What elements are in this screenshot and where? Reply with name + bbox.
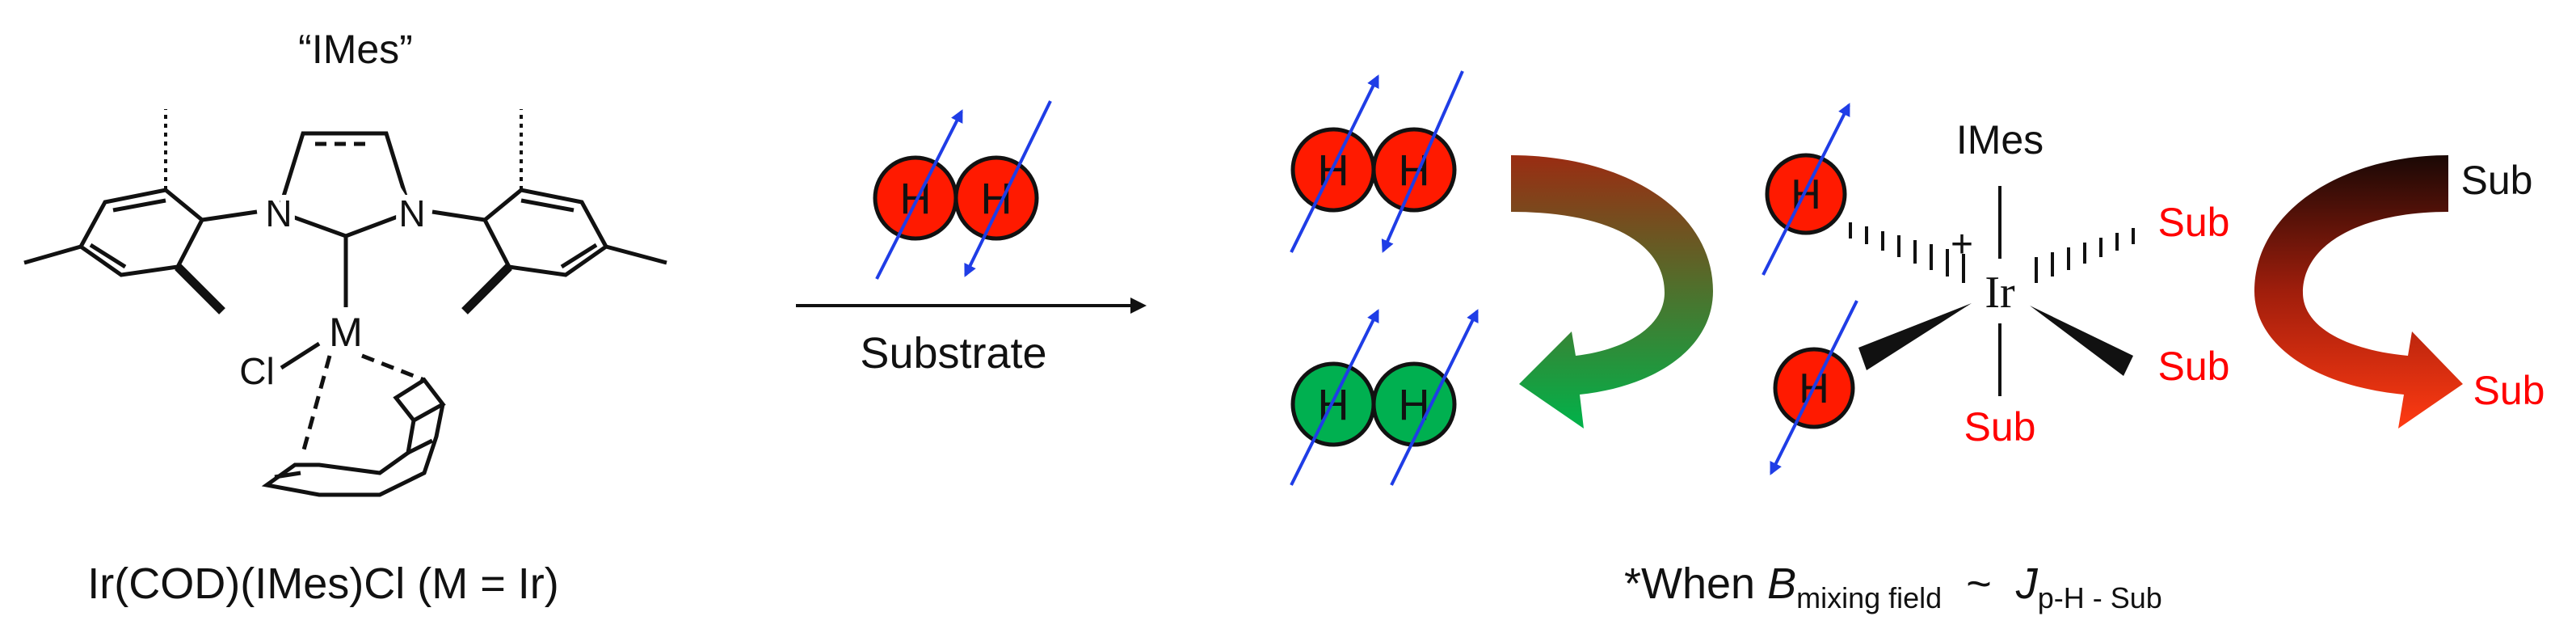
catalyst-structure: “IMes” N N M	[23, 27, 667, 608]
h2-reactant: H H	[873, 100, 1052, 280]
spin-up-arrow	[1290, 74, 1379, 253]
spin-up-arrow	[1390, 309, 1479, 486]
spin-up-arrow	[1762, 103, 1850, 276]
footnote-j: J	[2015, 559, 2039, 608]
substrate-label: Substrate	[860, 329, 1046, 378]
condition-footnote: *When Bmixing field ~ Jp-H - Sub	[1624, 559, 2162, 614]
chloride-atom: Cl	[239, 350, 274, 392]
spin-up-arrow	[1290, 309, 1379, 486]
hyperpolarized-hydrogen-pair: H H	[1290, 309, 1479, 486]
sub-ligand-top: Sub	[2158, 200, 2230, 245]
wedge-bond-h-bottom	[1858, 303, 1972, 370]
spin-up-arrow	[875, 109, 963, 280]
h-atom	[953, 155, 1039, 241]
h-label: H	[981, 175, 1012, 223]
reaction-step: H H Substrate	[796, 100, 1147, 378]
substrate-free-top: Sub	[2461, 158, 2533, 203]
substrate-free-bottom: Sub	[2473, 368, 2545, 413]
footnote-j-subscript: p-H - Sub	[2038, 581, 2162, 614]
mesityl-left	[23, 109, 258, 314]
h-atom	[1371, 361, 1457, 447]
catalyst-formula: Ir(COD)(IMes)Cl (M = Ir)	[87, 559, 558, 608]
curved-transfer-arrow	[2254, 155, 2463, 428]
n-atom-left: N	[265, 192, 292, 234]
hydride-bottom: H	[1770, 300, 1858, 475]
footnote-prefix: *When	[1624, 559, 1767, 608]
spin-down-arrow	[1381, 70, 1464, 253]
wedge-bond-sub-bottom	[2030, 306, 2133, 376]
cod-ligand	[261, 353, 446, 497]
footnote-tilde: ~	[1942, 559, 2016, 608]
spin-down-arrow	[964, 100, 1052, 277]
metal-cl-bond	[280, 341, 321, 370]
sub-ligand-right: Sub	[2158, 344, 2230, 389]
footnote-b-subscript: mixing field	[1796, 581, 1942, 614]
substrate-transfer: Sub Sub	[2254, 155, 2544, 428]
iridium-complex: IMes + Ir H	[1762, 103, 2230, 475]
hydride-top: H	[1762, 103, 1850, 276]
h-label: H	[1399, 381, 1430, 429]
n-atom-right: N	[398, 192, 425, 234]
metal-atom: M	[329, 310, 363, 355]
imes-label: “IMes”	[298, 27, 413, 72]
hashed-bond-h-top	[1849, 222, 1965, 283]
ligand-imes: IMes	[1956, 117, 2044, 163]
h-atom	[1371, 127, 1457, 213]
metal-ir: Ir	[1985, 268, 2015, 318]
para-hydrogen-pair: H H	[1290, 70, 1464, 253]
sub-ligand-bottom: Sub	[1964, 404, 2036, 450]
hashed-bond-sub-top	[2035, 228, 2135, 283]
footnote-b: B	[1767, 559, 1796, 608]
curved-polarization-arrow	[1511, 155, 1713, 428]
spin-down-arrow	[1770, 300, 1858, 475]
mesityl-right	[431, 109, 667, 314]
imidazolylidene-ring	[276, 131, 414, 239]
